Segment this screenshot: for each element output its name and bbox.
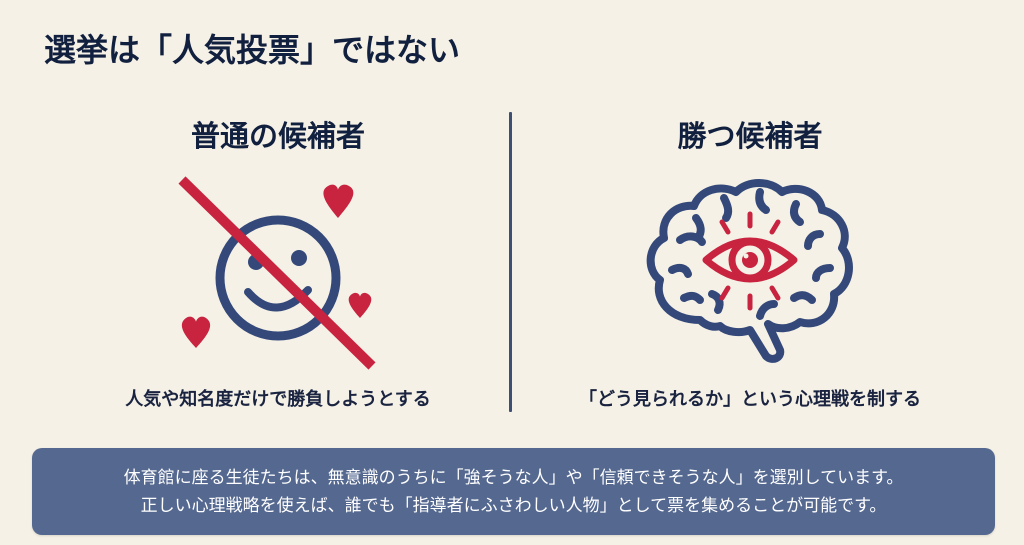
winning-candidate-column: 勝つ候補者 (520, 108, 980, 428)
heart-icon (181, 316, 211, 348)
page-title: 選挙は「人気投票」ではない (44, 31, 461, 69)
ordinary-candidate-caption: 人気や知名度だけで勝負しようとする (125, 389, 431, 410)
summary-line: 正しい心理戦略を使えば、誰でも「指導者にふさわしい人物」として票を集めることが可… (140, 495, 887, 516)
column-divider (509, 112, 512, 412)
crossed-out-smiley-with-hearts-icon (160, 166, 400, 386)
winning-candidate-header: 勝つ候補者 (677, 119, 823, 153)
ordinary-candidate-header: 普通の候補者 (190, 119, 365, 153)
summary-box: 体育館に座る生徒たちは、無意識のうちに「強そうな人」や「信頼できそうな人」を選別… (32, 448, 995, 535)
heart-icon (323, 184, 354, 218)
ordinary-candidate-column: 普通の候補者 人気や知名度だけで勝負しようとする (48, 108, 508, 428)
heart-icon (348, 292, 372, 318)
summary-line: 体育館に座る生徒たちは、無意識のうちに「強そうな人」や「信頼できそうな人」を選別… (123, 467, 904, 488)
brain-with-eye-icon (640, 170, 860, 370)
winning-candidate-caption: 「どう見られるか」という心理戦を制する (579, 389, 921, 410)
